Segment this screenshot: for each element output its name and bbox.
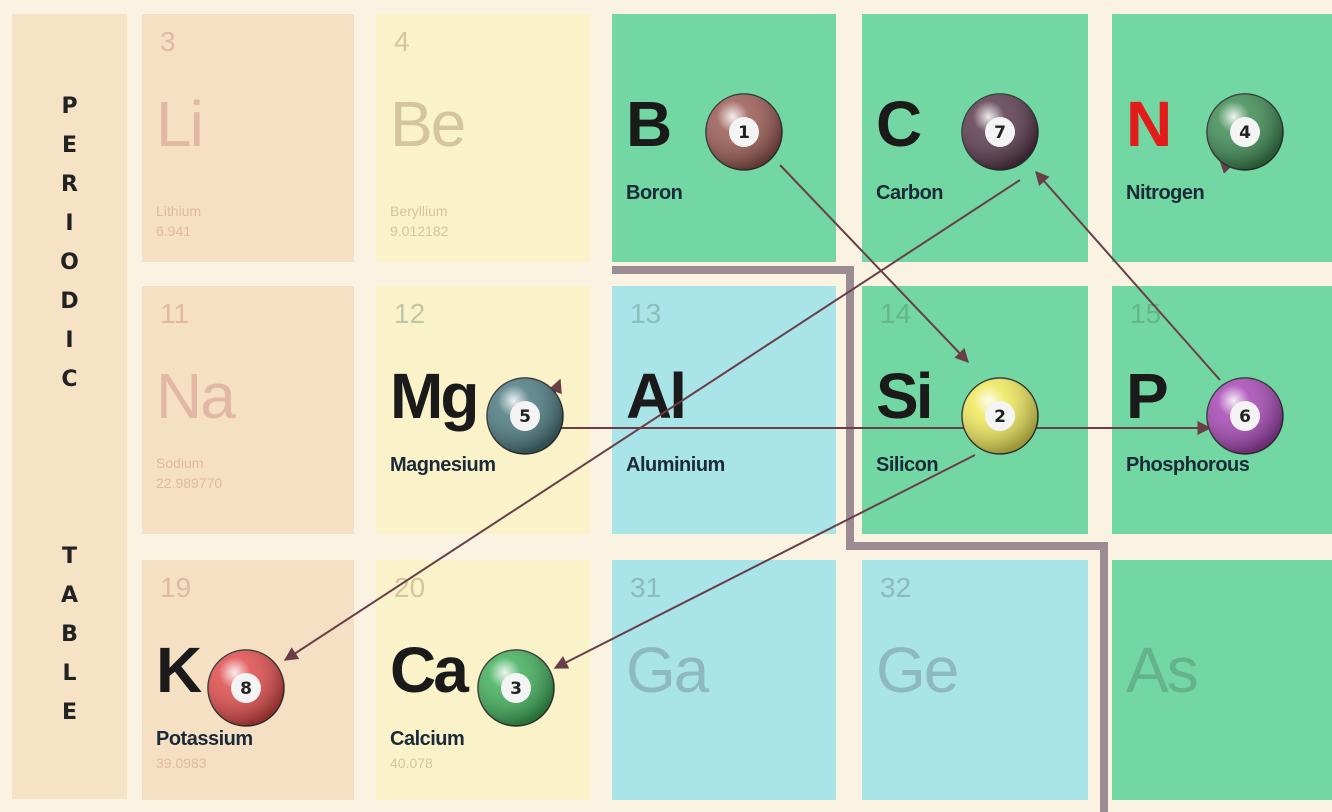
sidebar-letter: B — [61, 622, 78, 647]
atomic-number: 31 — [630, 572, 662, 603]
atomic-number: 13 — [630, 298, 662, 329]
sidebar-letter: O — [60, 250, 79, 275]
atomic-number: 32 — [880, 572, 912, 603]
element-name: Potassium — [156, 728, 253, 750]
ball-number: 2 — [994, 407, 1006, 427]
element-symbol: N — [1126, 88, 1172, 160]
atomic-number: 20 — [394, 572, 426, 603]
atomic-mass: 6.941 — [156, 223, 192, 239]
element-cell-na: 11 Na Sodium 22.989770 — [142, 286, 354, 534]
sidebar-letter: T — [61, 544, 77, 569]
numbered-ball: 3 — [477, 649, 555, 727]
periodic-table-sidebar: P E R I O D I C T A B L E — [12, 14, 127, 799]
element-cell-al: 13 Al Aluminium — [612, 286, 836, 534]
element-cell-ga: 31 Ga — [612, 560, 836, 800]
element-symbol: C — [876, 88, 922, 160]
element-symbol: Si — [876, 360, 933, 432]
sidebar-letter: L — [62, 661, 77, 686]
atomic-number: 3 — [160, 26, 176, 57]
sidebar-letter: I — [65, 211, 74, 236]
metalloid-border — [612, 266, 1108, 812]
atomic-number: 11 — [160, 298, 190, 329]
element-name: Sodium — [156, 455, 204, 471]
ball-number: 4 — [1239, 123, 1251, 143]
element-symbol: B — [626, 88, 672, 160]
element-name: Beryllium — [390, 203, 448, 219]
atomic-mass: 9.012182 — [390, 223, 449, 239]
numbered-ball: 7 — [961, 93, 1039, 171]
ball-number: 7 — [994, 123, 1006, 143]
element-name: Calcium — [390, 728, 465, 750]
ball-number: 8 — [240, 679, 252, 699]
ball-number: 1 — [738, 123, 750, 143]
numbered-ball: 2 — [961, 377, 1039, 455]
ball-number: 6 — [1239, 407, 1251, 427]
sequence-arrow — [283, 179, 1021, 661]
element-symbol: Ga — [626, 634, 709, 706]
element-cell-ge: 32 Ge — [862, 560, 1088, 800]
atomic-number: 14 — [880, 298, 912, 329]
element-symbol: Ca — [390, 634, 469, 706]
sequence-arrow — [1035, 170, 1221, 381]
sequence-arrow — [779, 164, 969, 364]
sidebar-letter: D — [60, 289, 79, 314]
sidebar-letter: E — [61, 700, 78, 725]
atomic-number: 4 — [394, 26, 410, 57]
sidebar-letter: P — [61, 94, 78, 119]
element-cell-ca: 20 Ca Calcium 40.078 — [376, 560, 590, 800]
element-cell-be: 4 Be Beryllium 9.012182 — [376, 14, 590, 262]
ball-group: 1 7 4 5 2 6 8 3 — [207, 93, 1284, 727]
numbered-ball: 1 — [705, 93, 783, 171]
element-symbol: Ge — [876, 634, 959, 706]
element-symbol: Mg — [390, 360, 479, 432]
sidebar-letter: I — [65, 328, 74, 353]
ball-number: 5 — [519, 407, 531, 427]
element-symbol: Na — [156, 360, 236, 432]
atomic-mass: 40.078 — [390, 755, 433, 771]
element-name: Lithium — [156, 203, 202, 219]
element-name: Magnesium — [390, 454, 496, 476]
element-symbol: Be — [390, 88, 466, 160]
element-cell-as: As — [1112, 560, 1332, 800]
element-name: Boron — [626, 182, 683, 204]
element-symbol: K — [156, 634, 202, 706]
sequence-arrow — [553, 454, 976, 669]
arrow-group — [283, 159, 1234, 669]
sidebar-letter: E — [61, 133, 78, 158]
sidebar-letter: R — [61, 172, 78, 197]
atomic-number: 19 — [160, 572, 192, 603]
atomic-mass: 22.989770 — [156, 475, 223, 491]
atomic-number: 15 — [1130, 298, 1162, 329]
element-name: Carbon — [876, 182, 944, 204]
element-name: Silicon — [876, 454, 939, 476]
numbered-ball: 8 — [207, 649, 285, 727]
atomic-number: 12 — [394, 298, 426, 329]
element-name: Nitrogen — [1126, 182, 1205, 204]
element-symbol: Li — [156, 88, 204, 160]
numbered-ball: 6 — [1206, 377, 1284, 455]
element-name: Phosphorous — [1126, 454, 1250, 476]
ball-number: 3 — [510, 679, 522, 699]
sidebar-letter: C — [61, 367, 78, 392]
numbered-ball: 4 — [1206, 93, 1284, 171]
sidebar-letter: A — [60, 583, 79, 608]
element-name: Aluminium — [626, 454, 725, 476]
element-symbol: As — [1126, 634, 1199, 706]
numbered-ball: 5 — [486, 377, 564, 455]
element-cell-li: 3 Li Lithium 6.941 — [142, 14, 354, 262]
atomic-mass: 39.0983 — [156, 755, 207, 771]
element-symbol: P — [1126, 360, 1169, 432]
